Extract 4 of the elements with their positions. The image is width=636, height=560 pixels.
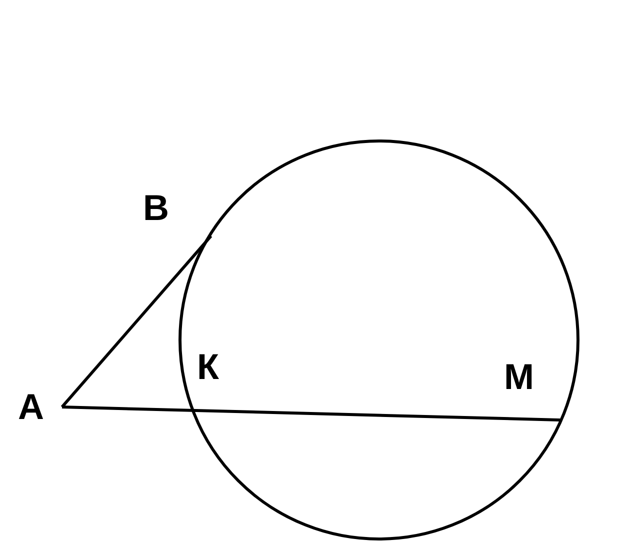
point-label: М [504,359,534,395]
point-label: В [143,190,169,226]
point-label: А [18,389,44,425]
point-label: К [197,349,219,385]
